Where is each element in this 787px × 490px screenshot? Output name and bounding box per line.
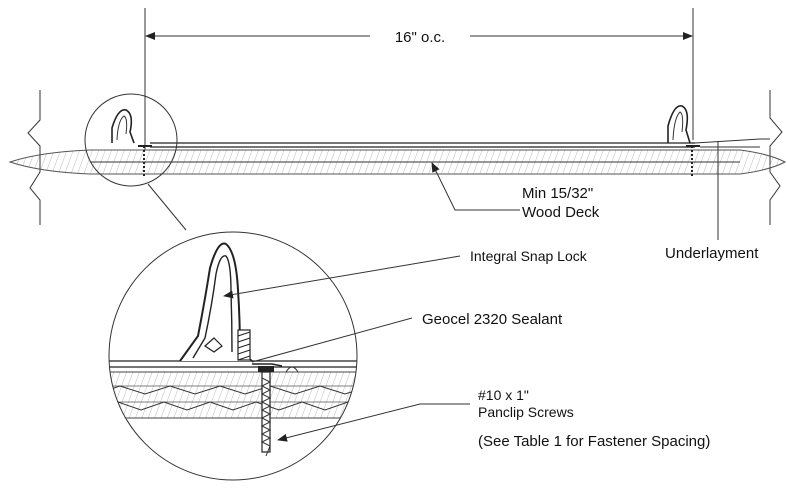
wood-deck	[8, 149, 787, 175]
wood-deck-callout: Min 15/32" Wood Deck	[431, 162, 600, 221]
underlayment-label: Underlayment	[665, 245, 759, 262]
screw-label-line2: Panclip Screws	[478, 404, 574, 420]
detail-reference-circle	[84, 93, 178, 187]
enlarged-detail	[108, 231, 358, 481]
deck-label-line2: Wood Deck	[522, 204, 600, 221]
snap-lock-hook	[204, 337, 223, 353]
spacing-dimension: 16" o.c.	[144, 8, 694, 150]
left-seam-small	[111, 109, 152, 178]
sealant-label: Geocel 2320 Sealant	[422, 311, 563, 328]
right-seam-leg	[667, 105, 691, 144]
big-deck-grain-1	[109, 385, 357, 395]
enlarged-detail-circle	[108, 231, 358, 481]
left-seam-leg	[111, 109, 135, 144]
snap-lock-label: Integral Snap Lock	[470, 248, 588, 264]
spacing-label: 16" o.c.	[395, 29, 445, 46]
sealant-leader	[251, 317, 413, 363]
right-seam	[667, 105, 700, 178]
left-seam-inner	[116, 115, 128, 141]
snap-lock-inner	[192, 255, 233, 359]
right-seam-inner	[672, 111, 684, 141]
panclip-screw	[258, 366, 274, 457]
sealant-callout: Geocel 2320 Sealant	[251, 311, 563, 363]
screw-head	[258, 366, 274, 372]
big-deck-grain-2	[109, 401, 357, 411]
snap-lock-profile	[179, 242, 253, 362]
underlayment-edge	[694, 138, 770, 144]
screw-label-line3: (See Table 1 for Fastener Spacing)	[478, 433, 710, 450]
sealant-bead	[237, 329, 251, 361]
snap-lock-callout: Integral Snap Lock	[223, 248, 588, 299]
deck-leader	[431, 162, 520, 211]
detail-leader	[147, 183, 187, 231]
screw-threads	[260, 377, 272, 457]
clip-base	[252, 363, 283, 367]
metal-panel	[150, 138, 770, 148]
screw-label-line1: #10 x 1"	[478, 387, 529, 403]
underlayment-callout: Underlayment	[665, 141, 759, 262]
deck-label-line1: Min 15/32"	[522, 185, 593, 202]
snap-lock-leader	[223, 255, 461, 299]
big-deck	[109, 371, 357, 419]
adjacent-panel-bump	[285, 366, 299, 373]
screw-callout: #10 x 1" Panclip Screws (See Table 1 for…	[277, 387, 710, 450]
screw-leader	[277, 403, 470, 442]
